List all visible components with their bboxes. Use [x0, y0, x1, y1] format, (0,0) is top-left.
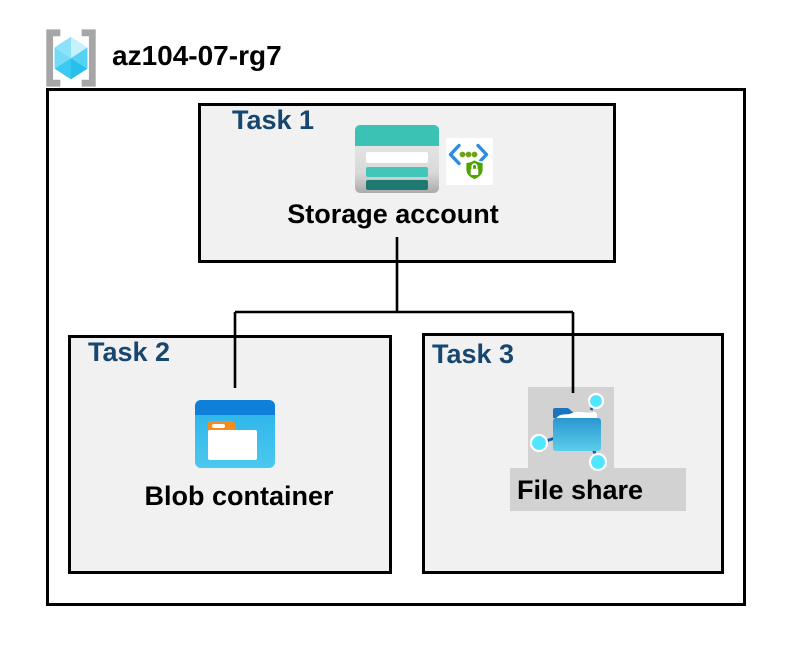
- task3-label: Task 3: [432, 339, 515, 369]
- network-nodes-icon: [529, 392, 608, 472]
- resource-group-icon: [46, 29, 96, 87]
- task1-label: Task 1: [232, 105, 315, 135]
- sas-security-icon: [446, 138, 493, 185]
- file-share-label: File share: [516, 475, 644, 505]
- blob-container-label: Blob container: [144, 481, 334, 511]
- folder-front: [553, 418, 601, 451]
- angle-bracket-right-icon: [476, 143, 489, 166]
- file-share-label-highlight: [510, 468, 686, 511]
- lock-shield-icon: [465, 158, 484, 181]
- task2-label: Task 2: [88, 337, 171, 367]
- bracket-left: [46, 29, 61, 87]
- folder-paper: [556, 411, 597, 420]
- bracket-right: [81, 29, 96, 87]
- resource-group-name: az104-07-rg7: [112, 40, 282, 71]
- file-share-icon: [529, 392, 608, 472]
- angle-bracket-left-icon: [448, 143, 461, 166]
- folder-icon: [208, 421, 257, 460]
- storage-account-icon: [355, 125, 439, 193]
- storage-account-label: Storage account: [287, 199, 499, 229]
- blob-container-icon: [195, 400, 275, 468]
- cube-icon: [54, 36, 88, 80]
